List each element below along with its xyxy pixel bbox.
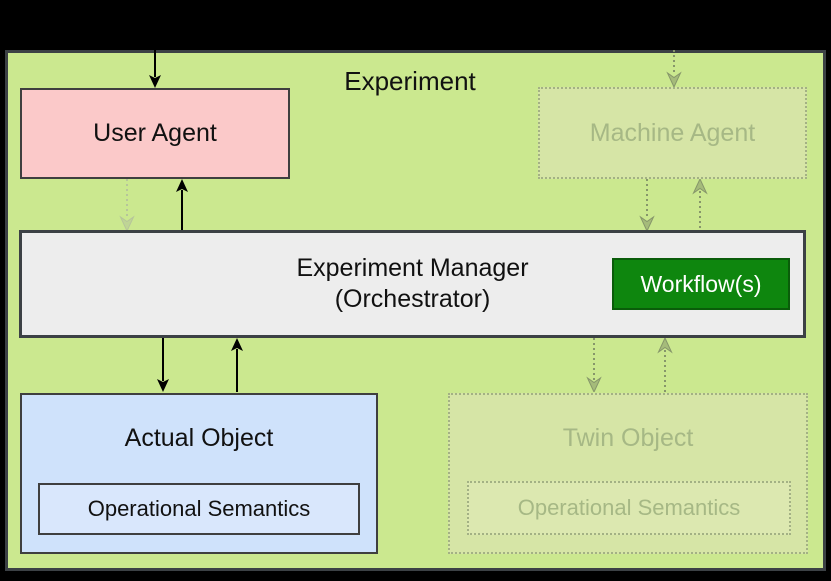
arrow-actual-object-to-manager <box>228 338 246 392</box>
experiment-title: Experiment <box>344 66 476 96</box>
actual-operational-semantics-node: Operational Semantics <box>38 483 360 535</box>
user-agent-label: User Agent <box>93 119 217 147</box>
actual-object-node: Actual Object Operational Semantics <box>20 393 378 554</box>
experiment-manager-node: Experiment Manager (Orchestrator) Workfl… <box>19 230 806 338</box>
arrow-manager-to-user-agent <box>173 179 191 230</box>
twin-operational-semantics-label: Operational Semantics <box>517 495 741 520</box>
twin-object-label: Twin Object <box>562 423 694 452</box>
arrow-external-to-user-agent <box>146 50 164 88</box>
actual-object-label: Actual Object <box>124 423 274 452</box>
arrow-manager-to-machine-agent <box>691 179 709 230</box>
arrow-manager-to-twin-object <box>585 338 603 392</box>
actual-operational-semantics-label: Operational Semantics <box>87 496 311 521</box>
experiment-manager-subtitle: (Orchestrator) <box>334 285 491 313</box>
twin-object-node: Twin Object Operational Semantics <box>448 393 808 554</box>
workflow-label: Workflow(s) <box>640 270 762 297</box>
experiment-manager-title: Experiment Manager <box>296 254 529 282</box>
arrow-twin-object-to-manager <box>656 338 674 392</box>
machine-agent-label: Machine Agent <box>589 118 756 147</box>
arrow-user-agent-to-manager <box>118 179 136 231</box>
machine-agent-node: Machine Agent <box>538 87 807 179</box>
arrow-manager-to-actual-object <box>154 338 172 392</box>
arrow-external-to-machine-agent <box>665 50 683 87</box>
user-agent-node: User Agent <box>20 88 290 179</box>
twin-operational-semantics-node: Operational Semantics <box>467 481 791 535</box>
workflow-node: Workflow(s) <box>612 258 790 310</box>
arrow-machine-agent-to-manager <box>638 179 656 231</box>
